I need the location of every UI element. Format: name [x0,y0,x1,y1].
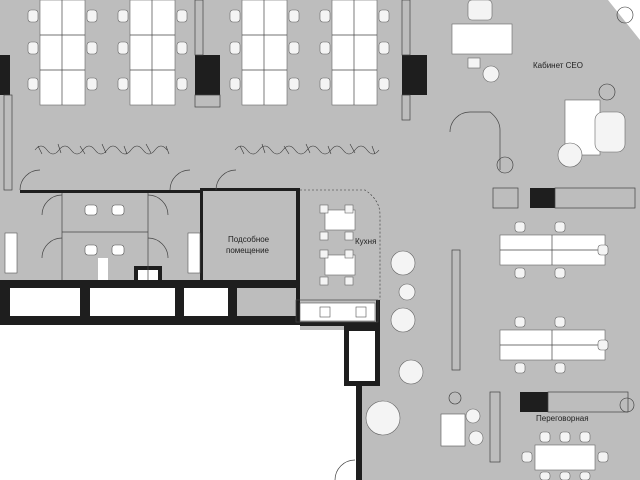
kitchen-area [299,189,381,322]
ceo-office-area [449,0,634,170]
utility-room-label-line1: Подсобное [228,235,270,244]
desk-cluster [229,0,300,106]
meeting-room-area [334,397,635,480]
desk-cluster [117,0,188,106]
lounge-seating [365,156,514,447]
utility-room-label-line2: помещение [226,246,270,255]
workstations-top [27,0,390,106]
meeting-room-label: Переговорная [536,414,589,423]
outer-walls [0,55,555,480]
wall-windows [3,0,636,463]
ceo-office-label: Кабинет CEO [533,61,583,70]
workstations-right [499,221,609,374]
desk-cluster [27,0,98,106]
kitchen-label: Кухня [355,237,376,246]
planters [34,143,380,155]
restrooms [4,169,237,280]
desk-cluster [319,0,390,106]
